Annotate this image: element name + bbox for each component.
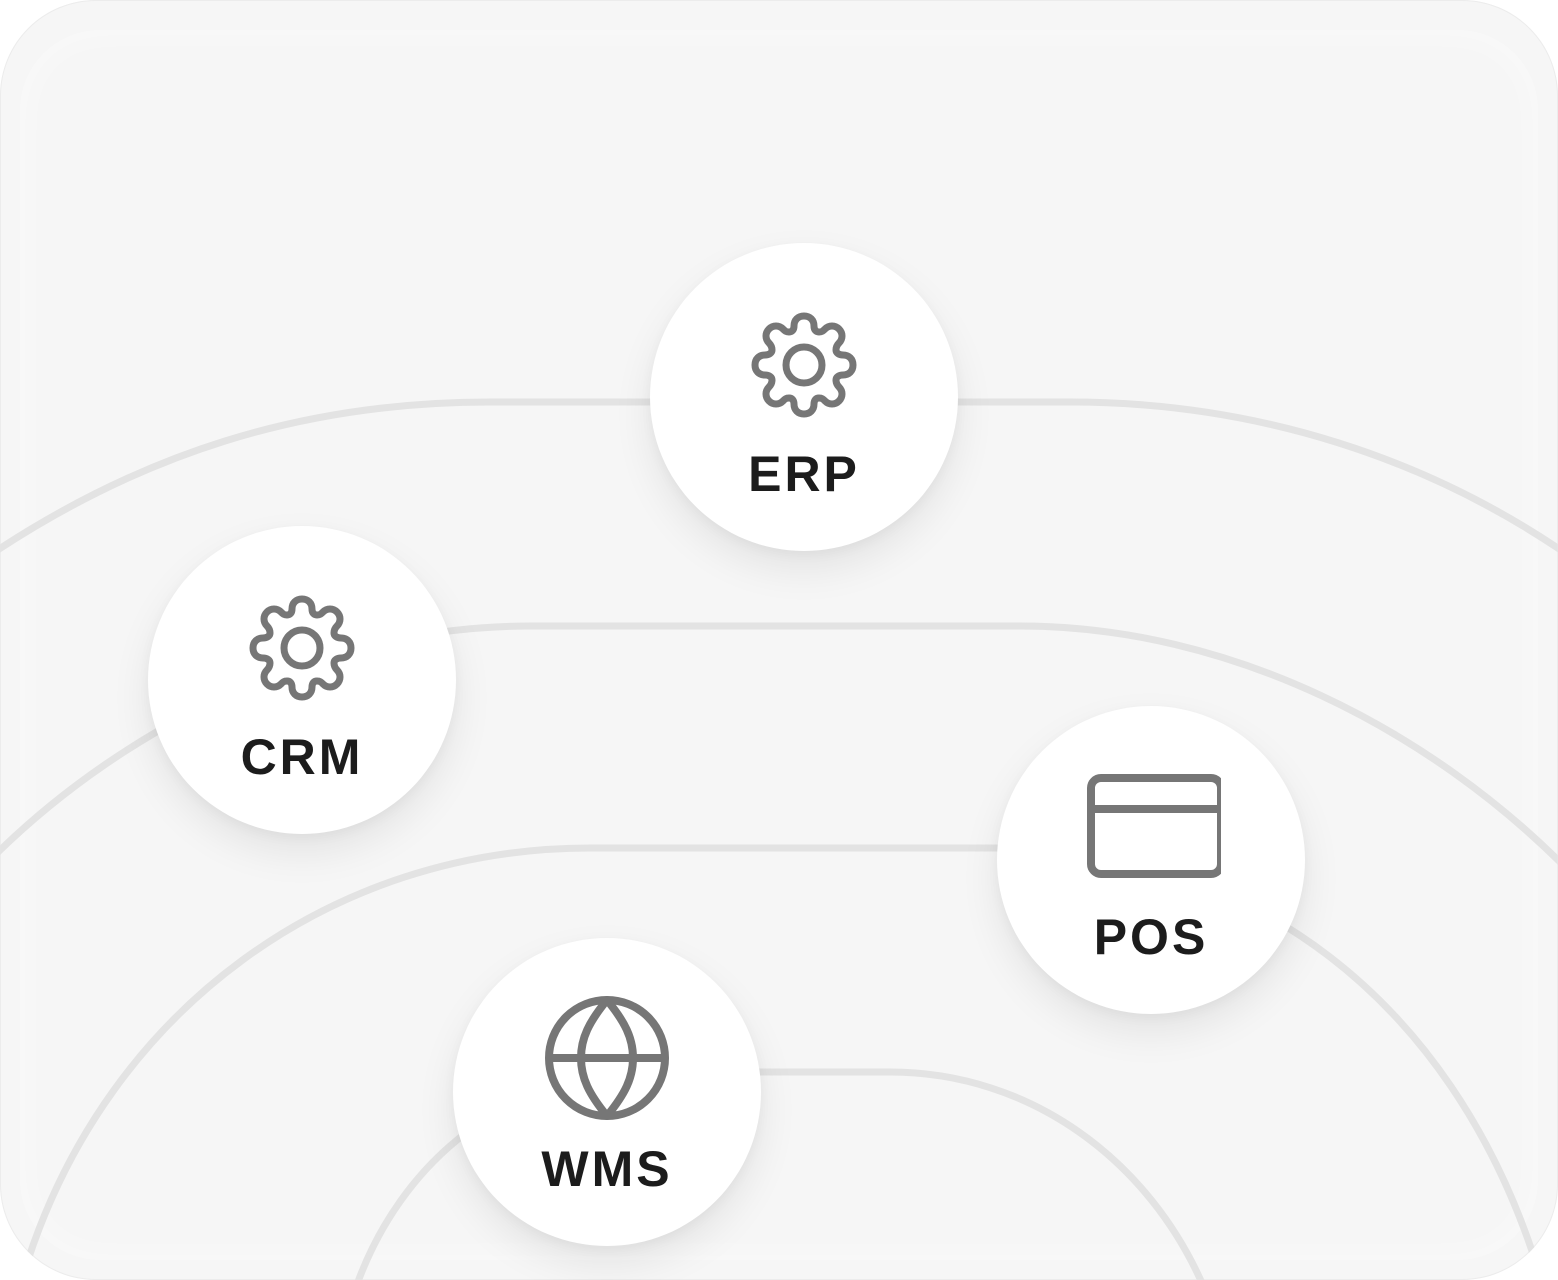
gear-icon	[751, 312, 857, 418]
pos-label: POS	[1093, 909, 1209, 965]
crm-node[interactable]: CRM	[148, 526, 456, 834]
globe-icon	[545, 996, 669, 1120]
gear-icon	[249, 595, 355, 701]
wms-node[interactable]: WMS	[453, 938, 761, 1246]
wms-label: WMS	[541, 1141, 673, 1197]
erp-node[interactable]: ERP	[650, 243, 958, 551]
track-2	[0, 622, 1558, 866]
crm-label: CRM	[240, 729, 364, 785]
track-3	[24, 844, 1539, 1264]
track-4	[355, 1068, 1205, 1280]
credit-card-icon	[1087, 774, 1221, 878]
erp-label: ERP	[748, 446, 860, 502]
pos-node[interactable]: POS	[997, 706, 1305, 1014]
